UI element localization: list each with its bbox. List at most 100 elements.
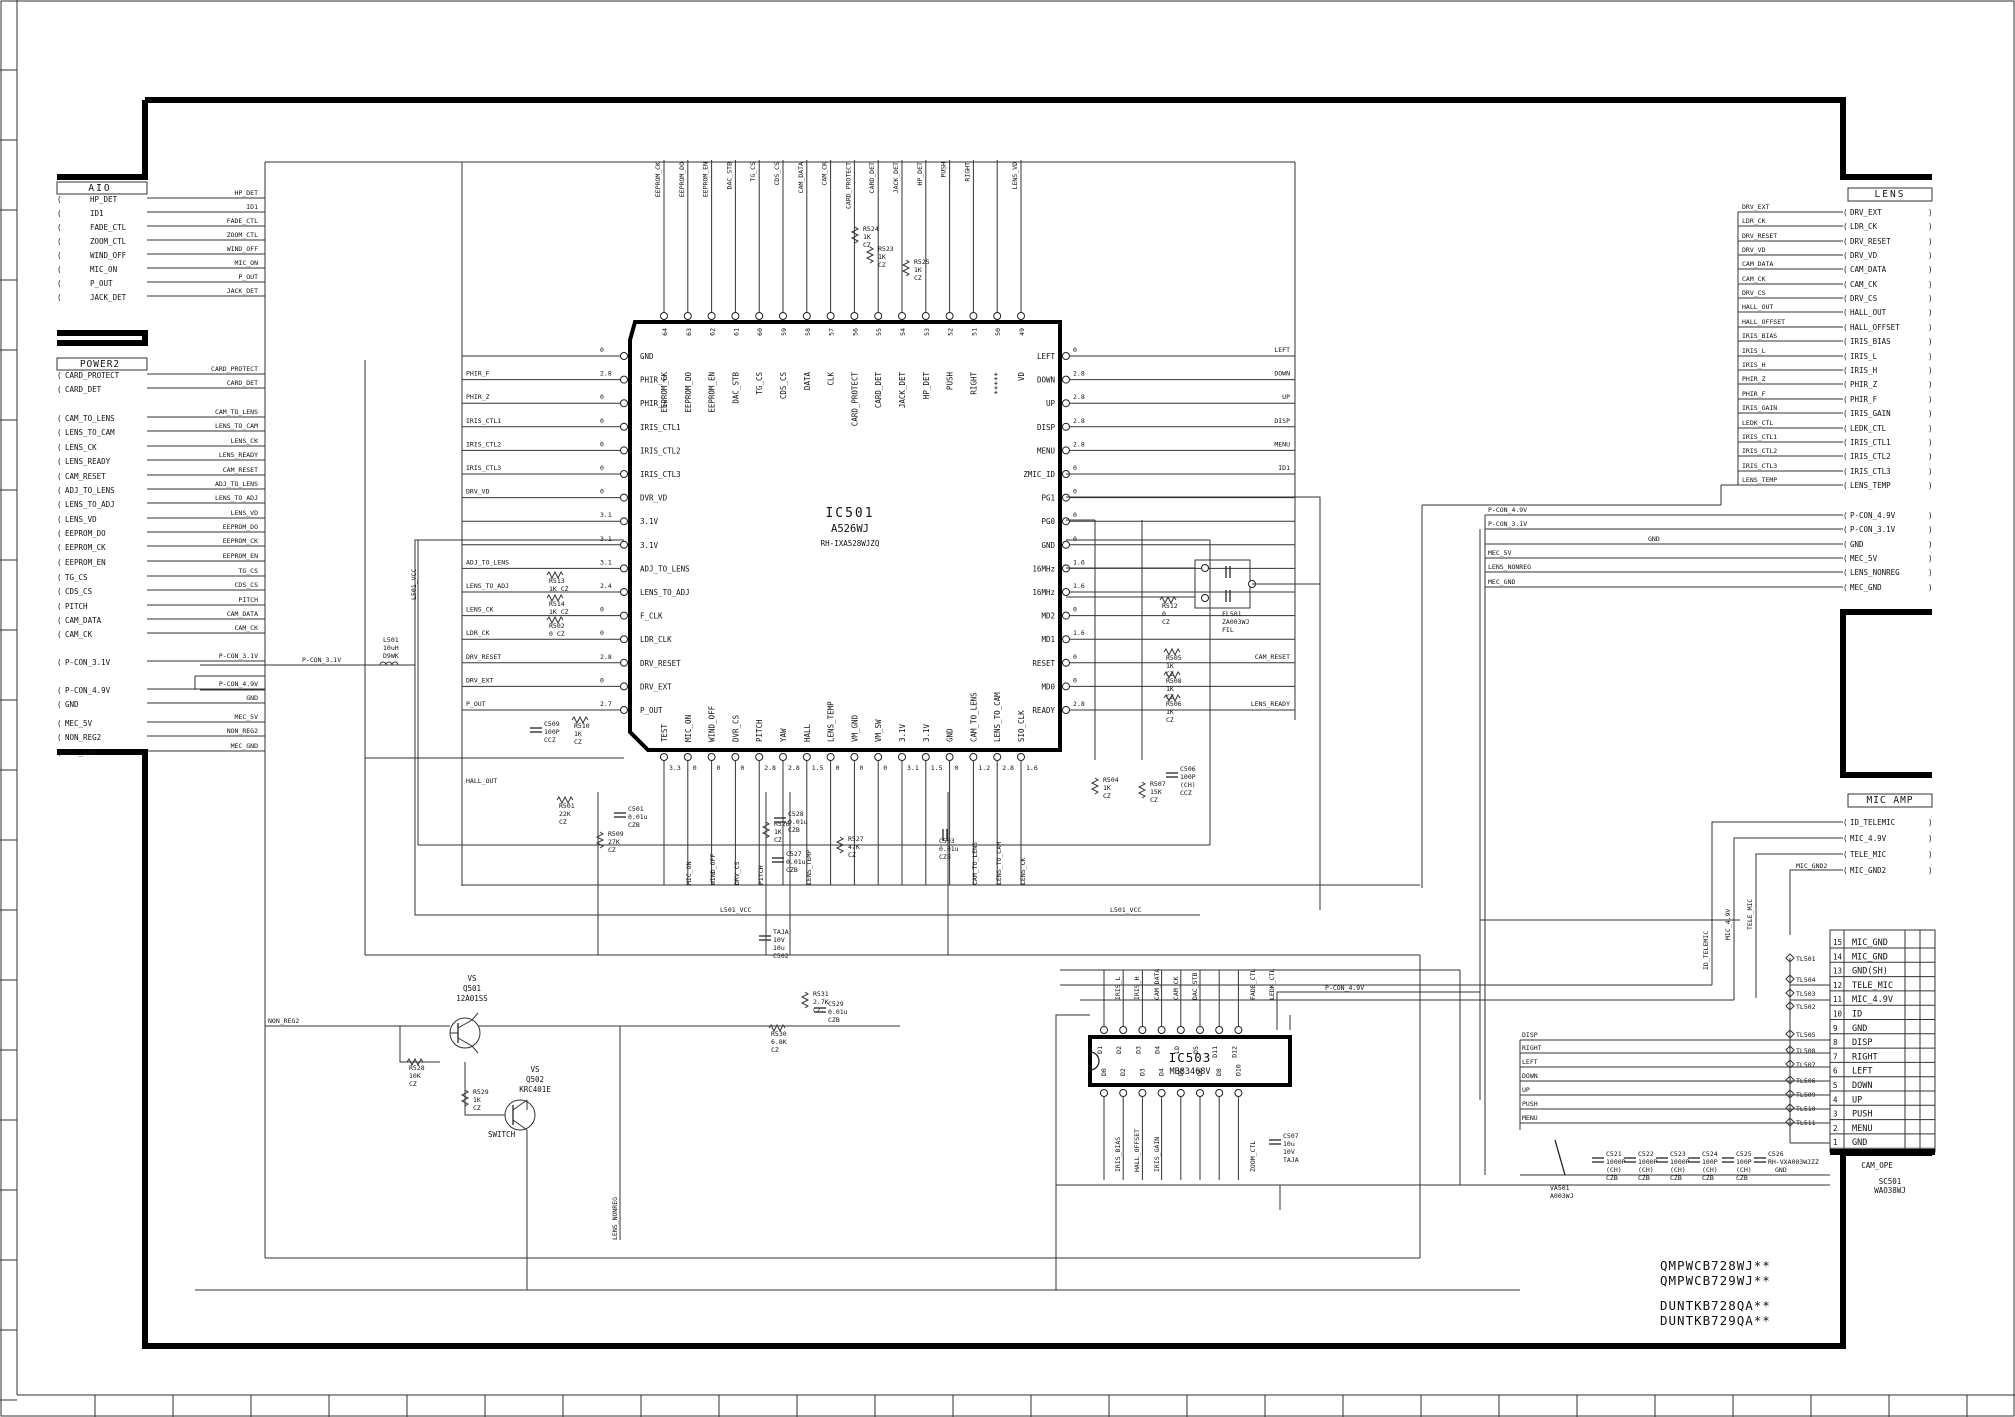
aio-pin-paren: (: [57, 265, 62, 274]
r531-symbol: [800, 991, 810, 1009]
lens-net-label: IRIS_H: [1742, 361, 1766, 369]
ic501-left-net-label: LENS_TO_ADJ: [466, 582, 509, 590]
ic501-right-pin-label: MENU: [1037, 446, 1055, 455]
ic503-pin-label: D1: [1096, 1046, 1104, 1054]
lens-pin-label: IRIS_CTL1: [1850, 438, 1891, 447]
sc501-pin-number: 9: [1833, 1024, 1838, 1033]
ic501-right-pin-label: RESET: [1032, 659, 1055, 668]
q502-label: Q502: [526, 1075, 544, 1084]
r504-label: 1K: [1103, 784, 1111, 792]
lens-net-label: IRIS_GAIN: [1742, 404, 1777, 412]
ic503-pin-label: D5: [1192, 1046, 1200, 1054]
voltage-label: 0: [1073, 653, 1077, 661]
power2-paren: (: [57, 428, 62, 437]
testpoint-label: TL505: [1796, 1031, 1816, 1039]
sc501-net-label: RIGHT: [1522, 1044, 1542, 1052]
lens-pin-paren: ): [1928, 352, 1933, 361]
lens-pin-label: DRV_EXT: [1850, 208, 1882, 217]
voltage-label: 1.5: [931, 764, 943, 772]
c503-label: 0.01u: [939, 845, 959, 853]
ic501-top-pin-label: RIGHT: [969, 372, 978, 395]
c506-label: (CH): [1180, 781, 1196, 789]
ic501-bottom-pin: [898, 753, 906, 761]
ic501-bottom-pin: [945, 753, 954, 761]
ic501-top-pin: [945, 312, 954, 320]
ic503-top-pin: [1215, 1026, 1224, 1034]
power2-net-label: CARD_DET: [227, 379, 258, 387]
lens-net-label: P-CON_4.9V: [1488, 506, 1527, 514]
ic501-right-pin: [1062, 635, 1070, 644]
lens-net-label: MEC_GND: [1488, 578, 1515, 586]
lens-pin-paren: (: [1843, 280, 1848, 289]
sc501-net-label: DOWN: [1522, 1072, 1538, 1080]
va501-label: VA501: [1550, 1184, 1570, 1192]
ic501-pin-number: 59: [780, 328, 788, 336]
sc501-pin-number: 3: [1833, 1110, 1838, 1119]
ic501-left-pin: [620, 470, 628, 478]
ic501-bottom-pin-label: MIC_ON: [684, 715, 693, 742]
power2-net-label: GND: [246, 694, 258, 702]
net-label: PITCH: [757, 865, 765, 885]
c521-label: (CH): [1606, 1166, 1622, 1174]
r504-symbol: [1090, 777, 1100, 795]
power2-paren: (: [57, 616, 62, 625]
c528-label: C528: [788, 810, 804, 818]
ic501-left-net-label: LENS_CK: [466, 606, 493, 614]
lens-net-label: IRIS_BIAS: [1742, 332, 1777, 340]
r523-symbol: [865, 246, 875, 264]
aio-title-box: [56, 181, 148, 195]
lens-pin-paren: ): [1928, 540, 1933, 549]
ic501-left-pin-label: ADJ_TO_LENS: [640, 564, 690, 573]
lens-net-label: GND: [1648, 535, 1660, 543]
ic501-right-pin: [1062, 399, 1070, 408]
power2-pin-label: MEC_GND: [65, 748, 97, 757]
voltage-label: 2.8: [1002, 764, 1014, 772]
ic501-top-pin: [874, 312, 883, 320]
lens-pin-paren: (: [1843, 438, 1848, 447]
ic501-bottom-pin-label: VM_GND: [850, 714, 859, 742]
power2-net-label: LENS_READY: [219, 451, 258, 459]
ic501-left-pin-label: PHIR_F: [640, 376, 668, 385]
ic503-top-pin: [1196, 1026, 1204, 1034]
wire: [1066, 496, 1321, 910]
ic503-bottom-pin: [1138, 1089, 1147, 1097]
ic503-pin-label: D4: [1158, 1068, 1166, 1076]
ic501-top-pin: [660, 312, 668, 320]
ic501-left-pin-label: DVR_VD: [640, 494, 668, 503]
sc501-pin-number: 8: [1833, 1038, 1838, 1047]
lens-net-label: P-CON_3.1V: [1488, 520, 1527, 528]
lens-net-label: LEDK_CTL: [1742, 419, 1773, 427]
ic501-top-pin-label: DAC_STB: [731, 372, 740, 404]
r509-label: CZ: [608, 846, 616, 854]
sc501-pin-name: ID: [1852, 1010, 1862, 1020]
ic501-left-pin: [620, 682, 628, 691]
voltage-label: 2.8: [600, 370, 612, 378]
ic503-bottom-pin: [1176, 1089, 1185, 1097]
lens-net-label: LENS_TEMP: [1742, 476, 1777, 484]
r525-label: 1K: [914, 266, 922, 274]
ic503-top-pin: [1234, 1026, 1243, 1034]
ic501-left-pin: [620, 422, 628, 431]
lens-pin-paren: ): [1928, 323, 1933, 332]
r514-label: 1K CZ: [549, 608, 569, 616]
power2-net-label: LENS_TO_ADJ: [215, 494, 258, 502]
ic503-part: MB83468V: [1170, 1067, 1211, 1077]
ic501-top-net-label: HP_DET: [916, 162, 924, 186]
ic501-top-net-label: JACK_DET: [892, 162, 900, 193]
net-label: GND: [1775, 1166, 1787, 1174]
ic501-bottom-pin: [921, 753, 930, 761]
ic501-part: A526WJ: [831, 523, 869, 535]
c507-label: 10u: [1283, 1140, 1295, 1148]
ic501-right-net-label: MENU: [1274, 440, 1290, 448]
ic501-right-pin-label: DOWN: [1037, 376, 1055, 385]
ic501-left-net-label: DRV_VD: [466, 488, 490, 496]
r531-label: CZ: [813, 1006, 821, 1014]
c501-label: CZB: [628, 821, 640, 829]
mic-amp-pin-label: MIC_4.9V: [1850, 834, 1887, 843]
ic501-pin-number: 51: [970, 328, 978, 336]
net-label: IRIS_GAIN: [1153, 1137, 1161, 1172]
mic-amp-wire: [1711, 821, 1843, 985]
c525-label: (CH): [1736, 1166, 1752, 1174]
aio-pin-paren: (: [57, 195, 62, 204]
ic501-top-pin-label: HP_DET: [922, 372, 931, 400]
